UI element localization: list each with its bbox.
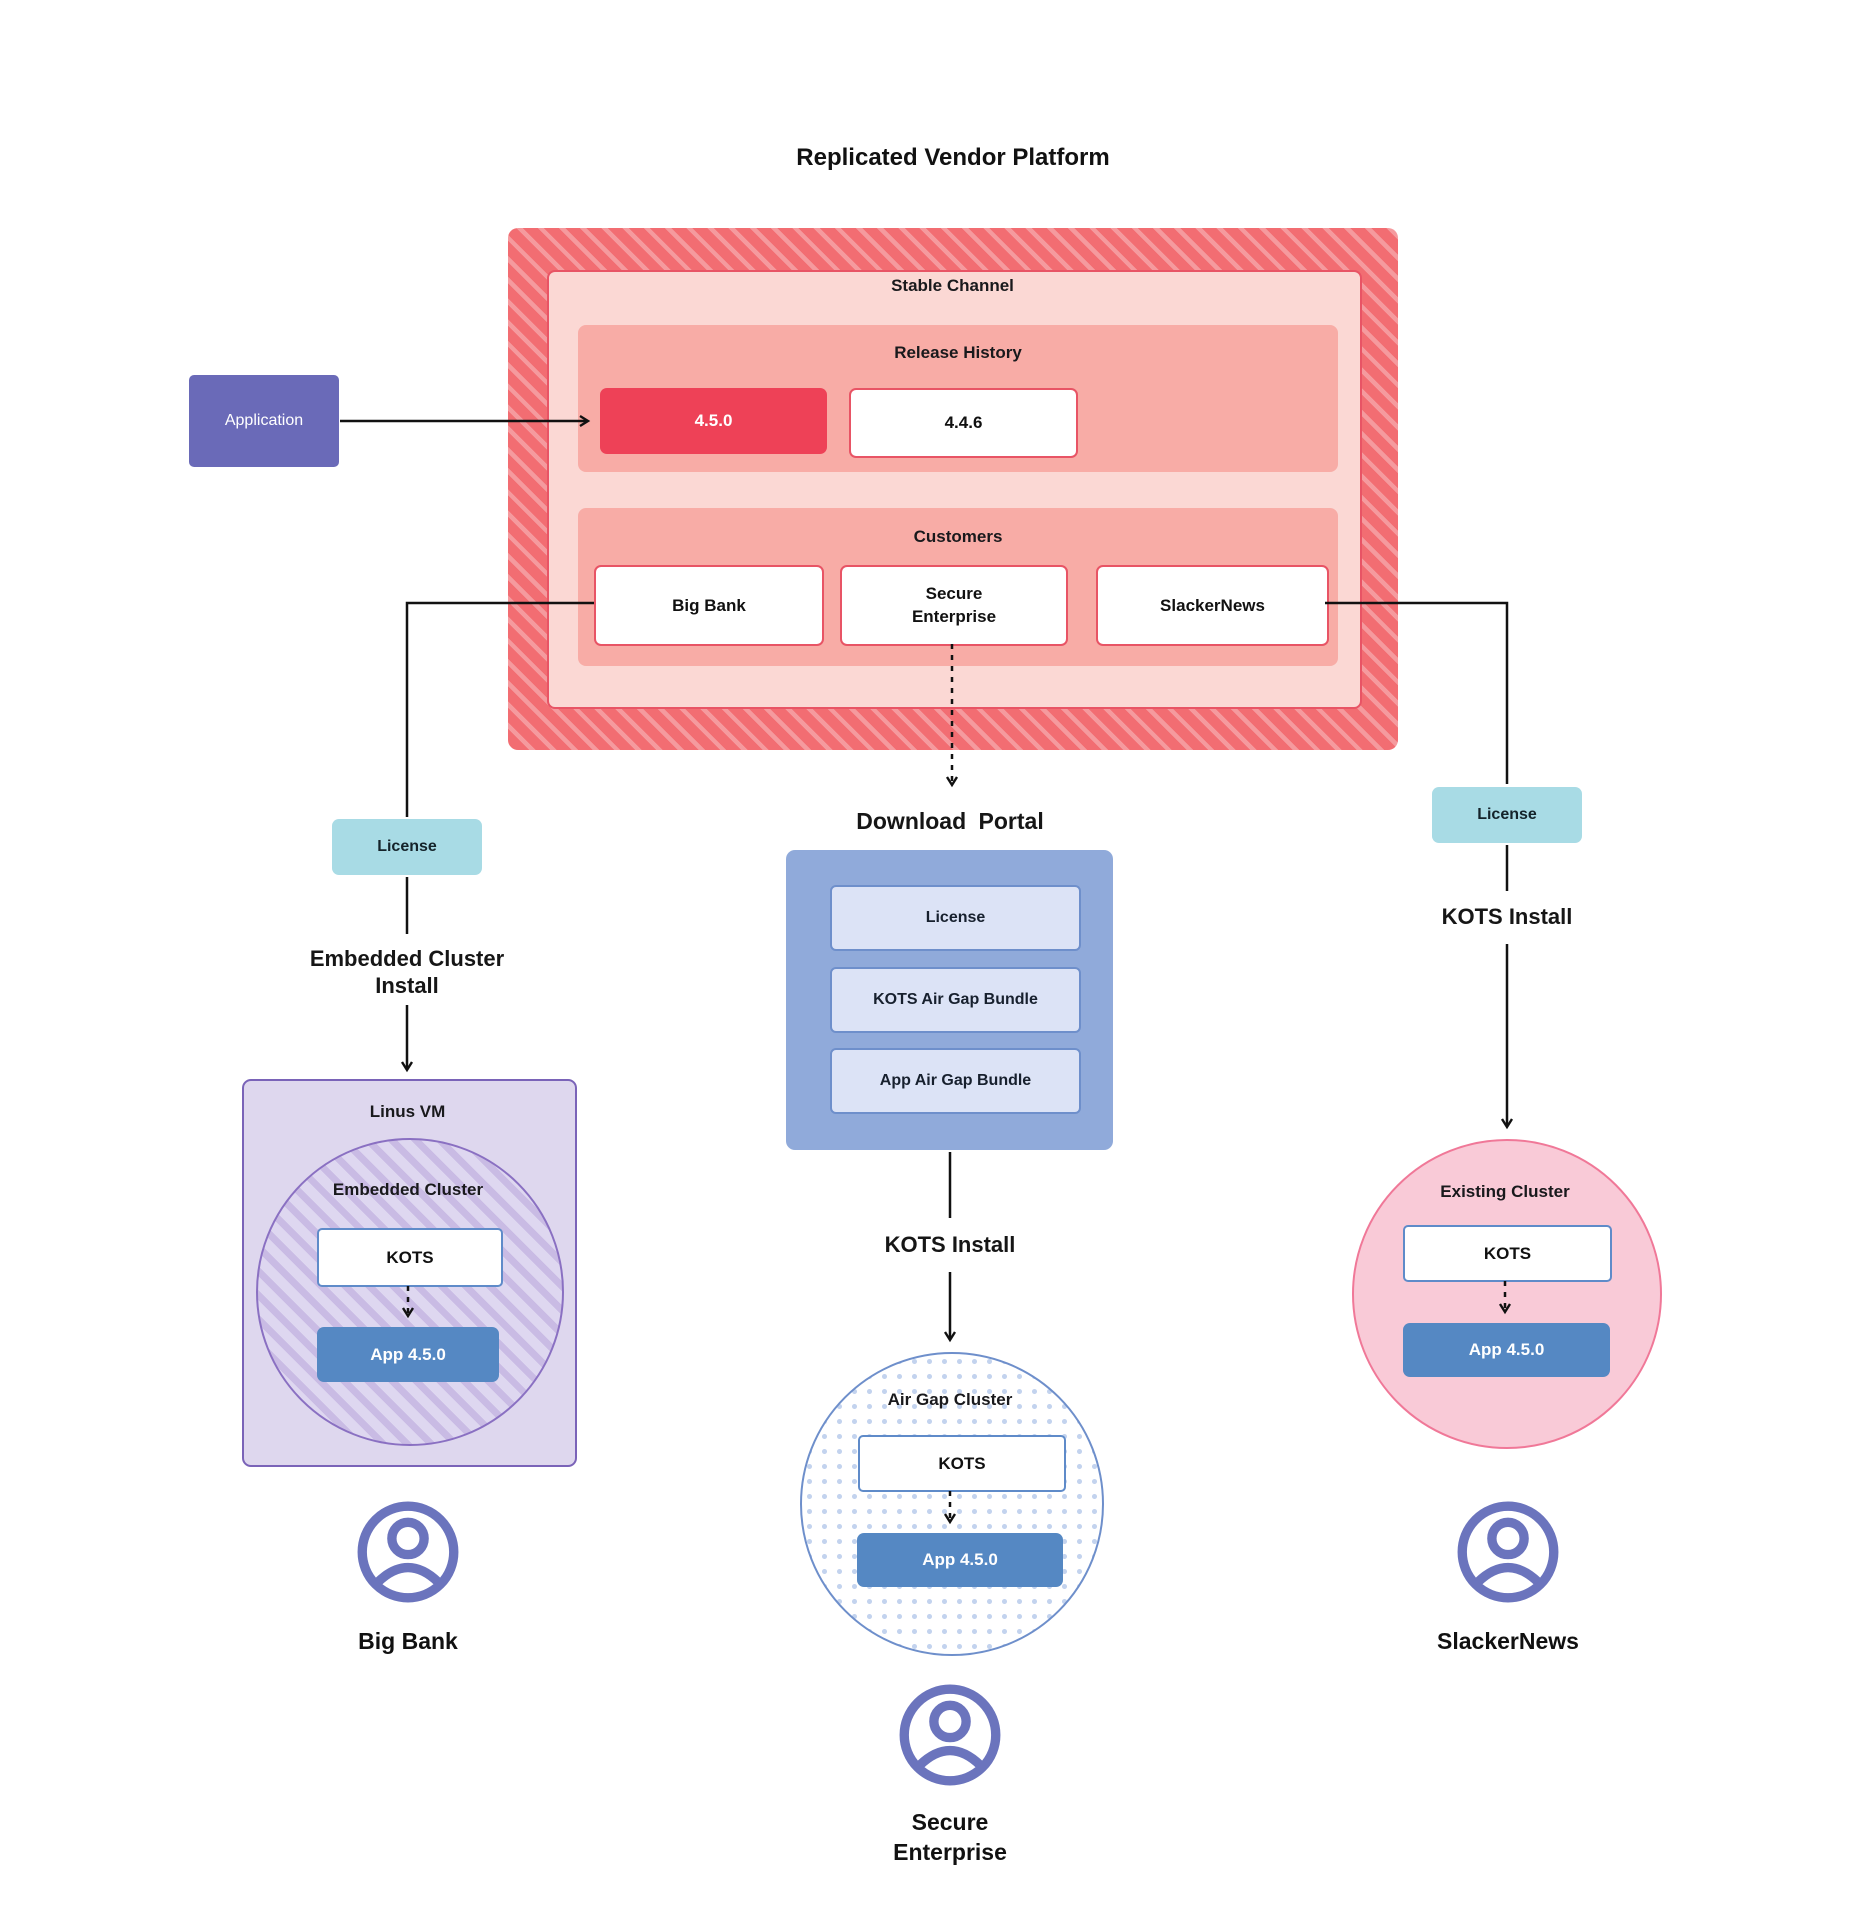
linus-vm-label: Linus VM bbox=[369, 1102, 446, 1121]
kots-install-label-right: KOTS Install bbox=[1441, 904, 1573, 929]
portal-item-kots-airgap-bundle: KOTS Air Gap Bundle bbox=[830, 967, 1081, 1033]
app-box-right: App 4.5.0 bbox=[1403, 1323, 1610, 1377]
air-gap-cluster-circle bbox=[800, 1352, 1104, 1656]
embedded-cluster-install-label: Embedded Cluster Install bbox=[309, 945, 505, 999]
embedded-cluster-circle bbox=[256, 1138, 564, 1446]
kots-box-center: KOTS bbox=[858, 1435, 1066, 1492]
customers-label: Customers bbox=[913, 527, 1003, 546]
customer-name-secure-enterprise: Secure Enterprise bbox=[893, 1809, 1007, 1865]
portal-item-license: License bbox=[830, 885, 1081, 951]
existing-cluster-label: Existing Cluster bbox=[1440, 1182, 1570, 1201]
kots-install-label-center: KOTS Install bbox=[884, 1232, 1016, 1257]
user-icon-slackernews bbox=[1457, 1501, 1559, 1603]
kots-box-left: KOTS bbox=[317, 1228, 503, 1287]
app-box-center: App 4.5.0 bbox=[857, 1533, 1063, 1587]
release-box-4-4-6: 4.4.6 bbox=[849, 388, 1078, 458]
license-box-left: License bbox=[332, 819, 482, 875]
user-icon-secure-enterprise bbox=[899, 1684, 1001, 1786]
release-box-4-5-0: 4.5.0 bbox=[600, 388, 827, 454]
kots-box-right: KOTS bbox=[1403, 1225, 1612, 1282]
embedded-cluster-label: Embedded Cluster bbox=[332, 1180, 484, 1199]
application-box: Application bbox=[189, 375, 339, 467]
customer-box-secure-enterprise: Secure Enterprise bbox=[840, 565, 1068, 646]
license-box-right: License bbox=[1432, 787, 1582, 843]
release-history-label: Release History bbox=[894, 343, 1022, 362]
download-portal-label: Download Portal bbox=[856, 807, 1044, 834]
customer-box-big-bank: Big Bank bbox=[594, 565, 824, 646]
app-box-left: App 4.5.0 bbox=[317, 1327, 499, 1382]
air-gap-cluster-label: Air Gap Cluster bbox=[887, 1390, 1013, 1409]
portal-item-app-airgap-bundle: App Air Gap Bundle bbox=[830, 1048, 1081, 1114]
customer-box-slackernews: SlackerNews bbox=[1096, 565, 1329, 646]
customer-name-big-bank: Big Bank bbox=[358, 1627, 458, 1654]
existing-cluster-circle bbox=[1352, 1139, 1662, 1449]
customer-name-slackernews: SlackerNews bbox=[1437, 1627, 1579, 1654]
page-title: Replicated Vendor Platform bbox=[796, 144, 1110, 171]
user-icon-big-bank bbox=[357, 1501, 459, 1603]
stable-channel-label: Stable Channel bbox=[891, 276, 1014, 295]
